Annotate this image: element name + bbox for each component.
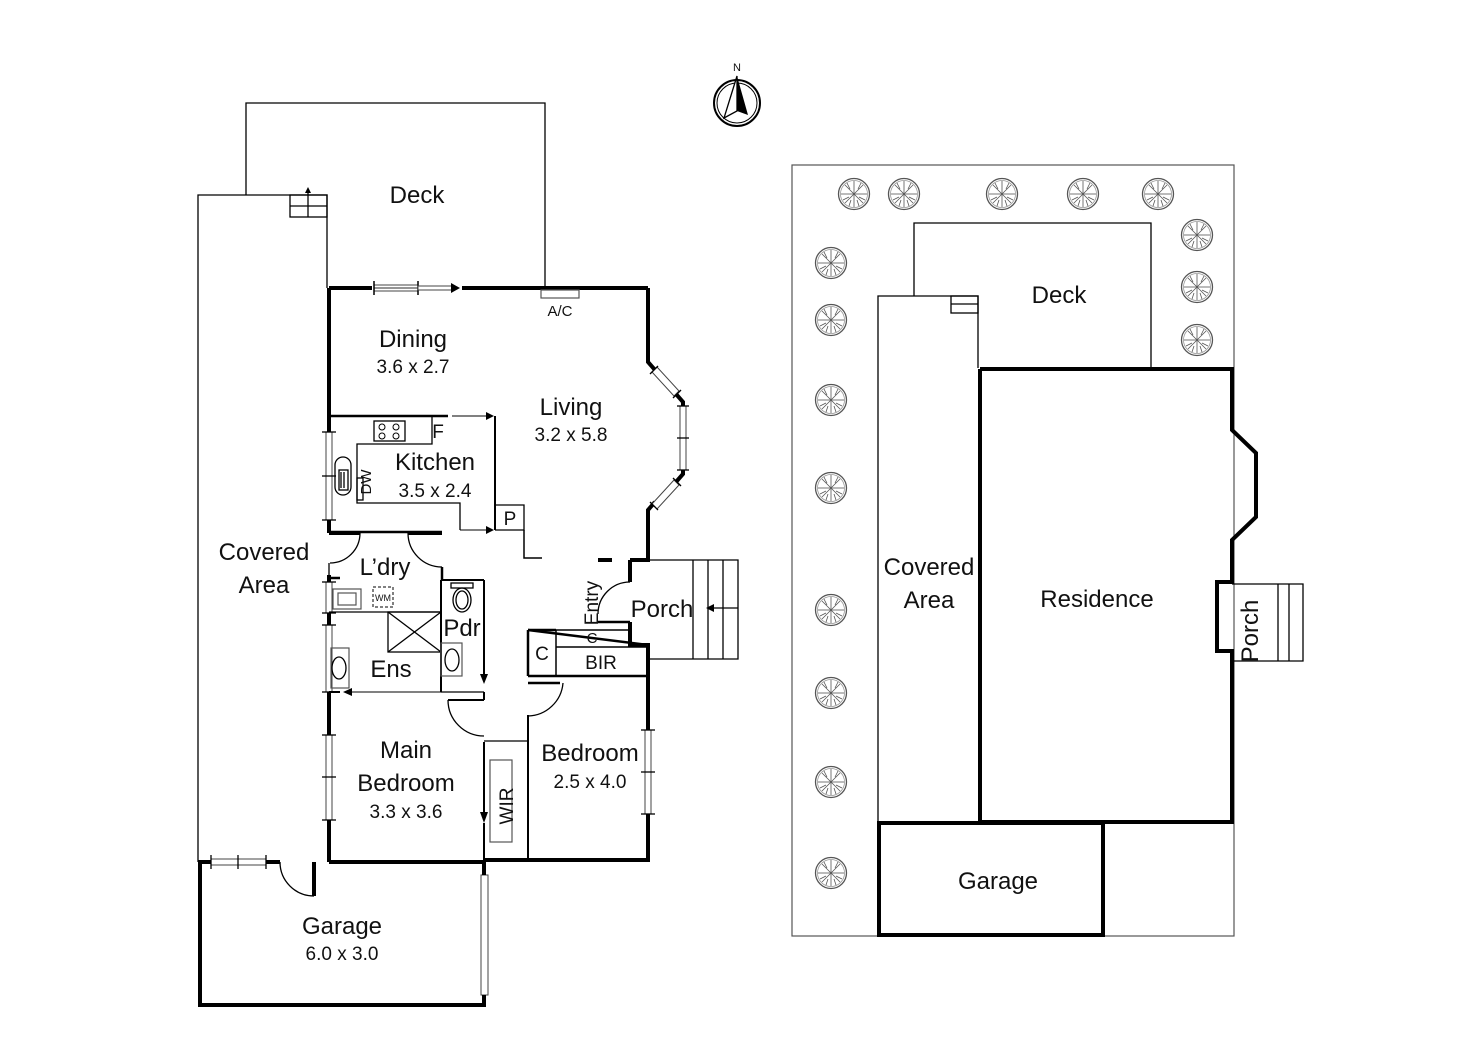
tree-icon (814, 765, 848, 799)
tree-icon (985, 177, 1019, 211)
tree-icon (837, 177, 871, 211)
deck-label: Deck (390, 182, 446, 209)
dining-size: 3.6 x 2.7 (377, 357, 450, 378)
floor-plan-labels: Deck A/C Dining 3.6 x 2.7 Living 3.2 x 5… (219, 182, 694, 965)
garage-label: Garage (302, 913, 382, 940)
site-covered-area-label-line1: Covered (884, 554, 975, 581)
covered-area-outline (197, 194, 328, 862)
laundry-tub-icon (332, 588, 362, 610)
tree-icon (1141, 177, 1175, 211)
main-bedroom-label-line2: Bedroom (357, 770, 454, 797)
dishwasher-icon (356, 477, 364, 501)
toilet-icon (450, 582, 474, 613)
site-porch-label: Porch (1237, 600, 1264, 663)
interior-walls (329, 289, 649, 862)
tree-icon (814, 471, 848, 505)
site-covered-area-outline (877, 295, 979, 822)
site-plan: Deck Covered Area Residence Porch Garage (791, 164, 1304, 937)
porch-step-arrow-icon (706, 604, 714, 612)
stair-up-arrow-icon (305, 187, 311, 193)
site-deck-label: Deck (1032, 282, 1088, 309)
site-plan-labels: Deck Covered Area Residence Porch Garage (884, 282, 1264, 895)
site-garage-outline (877, 821, 1105, 937)
covered-area-label-line2: Area (239, 572, 290, 599)
north-arrow-icon (722, 75, 748, 120)
deck-stairs (289, 187, 328, 218)
tree-icon (1180, 270, 1214, 304)
living-label: Living (540, 394, 603, 421)
cupboard-small-label: C (587, 630, 598, 647)
tree-icon (814, 676, 848, 710)
fixtures (330, 420, 474, 689)
dining-label: Dining (379, 326, 447, 353)
tree-icon (814, 246, 848, 280)
deck-outline (245, 102, 546, 288)
bedroom-label: Bedroom (541, 740, 638, 767)
wir-label: WIR (497, 788, 518, 825)
tree-icon (1180, 218, 1214, 252)
tree-icon (887, 177, 921, 211)
fridge-label: F (432, 422, 444, 443)
compass-north-label: N (733, 62, 741, 74)
door-swings (279, 532, 631, 897)
washing-machine-icon (372, 586, 394, 608)
kitchen-label: Kitchen (395, 449, 475, 476)
garage-size: 6.0 x 3.0 (306, 944, 379, 965)
windows (210, 281, 689, 996)
main-bedroom-size: 3.3 x 3.6 (370, 802, 443, 823)
site-deck-stairs (950, 295, 979, 314)
dishwasher-label: DW (358, 469, 375, 495)
bir-label: BIR (585, 653, 617, 674)
tree-icon (814, 303, 848, 337)
tree-icon (814, 593, 848, 627)
site-residence-outline (978, 367, 1258, 824)
porch-label: Porch (631, 596, 694, 623)
pantry-label: P (504, 509, 517, 530)
north-compass: N (713, 62, 761, 127)
sliding-door-arrow-icon (451, 283, 460, 293)
living-size: 3.2 x 5.8 (535, 425, 608, 446)
floor-plan: Deck A/C Dining 3.6 x 2.7 Living 3.2 x 5… (197, 102, 739, 1007)
tree-icon (814, 856, 848, 890)
ensuite-label: Ens (370, 656, 411, 683)
site-covered-area-label-line2: Area (904, 587, 955, 614)
site-residence-label: Residence (1040, 586, 1153, 613)
cooktop-icon (373, 420, 406, 442)
site-porch-stairs (1232, 583, 1304, 662)
powder-basin-icon (440, 642, 463, 677)
main-bedroom-label-line1: Main (380, 737, 432, 764)
ac-label: A/C (547, 303, 572, 320)
tree-icon (1180, 323, 1214, 357)
porch-stairs (630, 559, 739, 660)
tree-icon (814, 383, 848, 417)
covered-area-label-line1: Covered (219, 539, 310, 566)
entry-label: Entry (582, 580, 603, 625)
site-trees (814, 177, 1214, 890)
ensuite-basin-icon (330, 647, 350, 689)
laundry-label: L’dry (360, 554, 411, 581)
cupboard-label: C (535, 644, 549, 665)
bedroom-size: 2.5 x 4.0 (554, 772, 627, 793)
kitchen-sink-icon (334, 456, 352, 496)
washing-machine-label: WM (375, 593, 391, 603)
site-garage-label: Garage (958, 868, 1038, 895)
kitchen-size: 3.5 x 2.4 (399, 481, 472, 502)
tree-icon (1066, 177, 1100, 211)
site-deck-outline (913, 222, 1152, 368)
powder-label: Pdr (443, 615, 480, 642)
garage-walls (198, 860, 486, 1007)
